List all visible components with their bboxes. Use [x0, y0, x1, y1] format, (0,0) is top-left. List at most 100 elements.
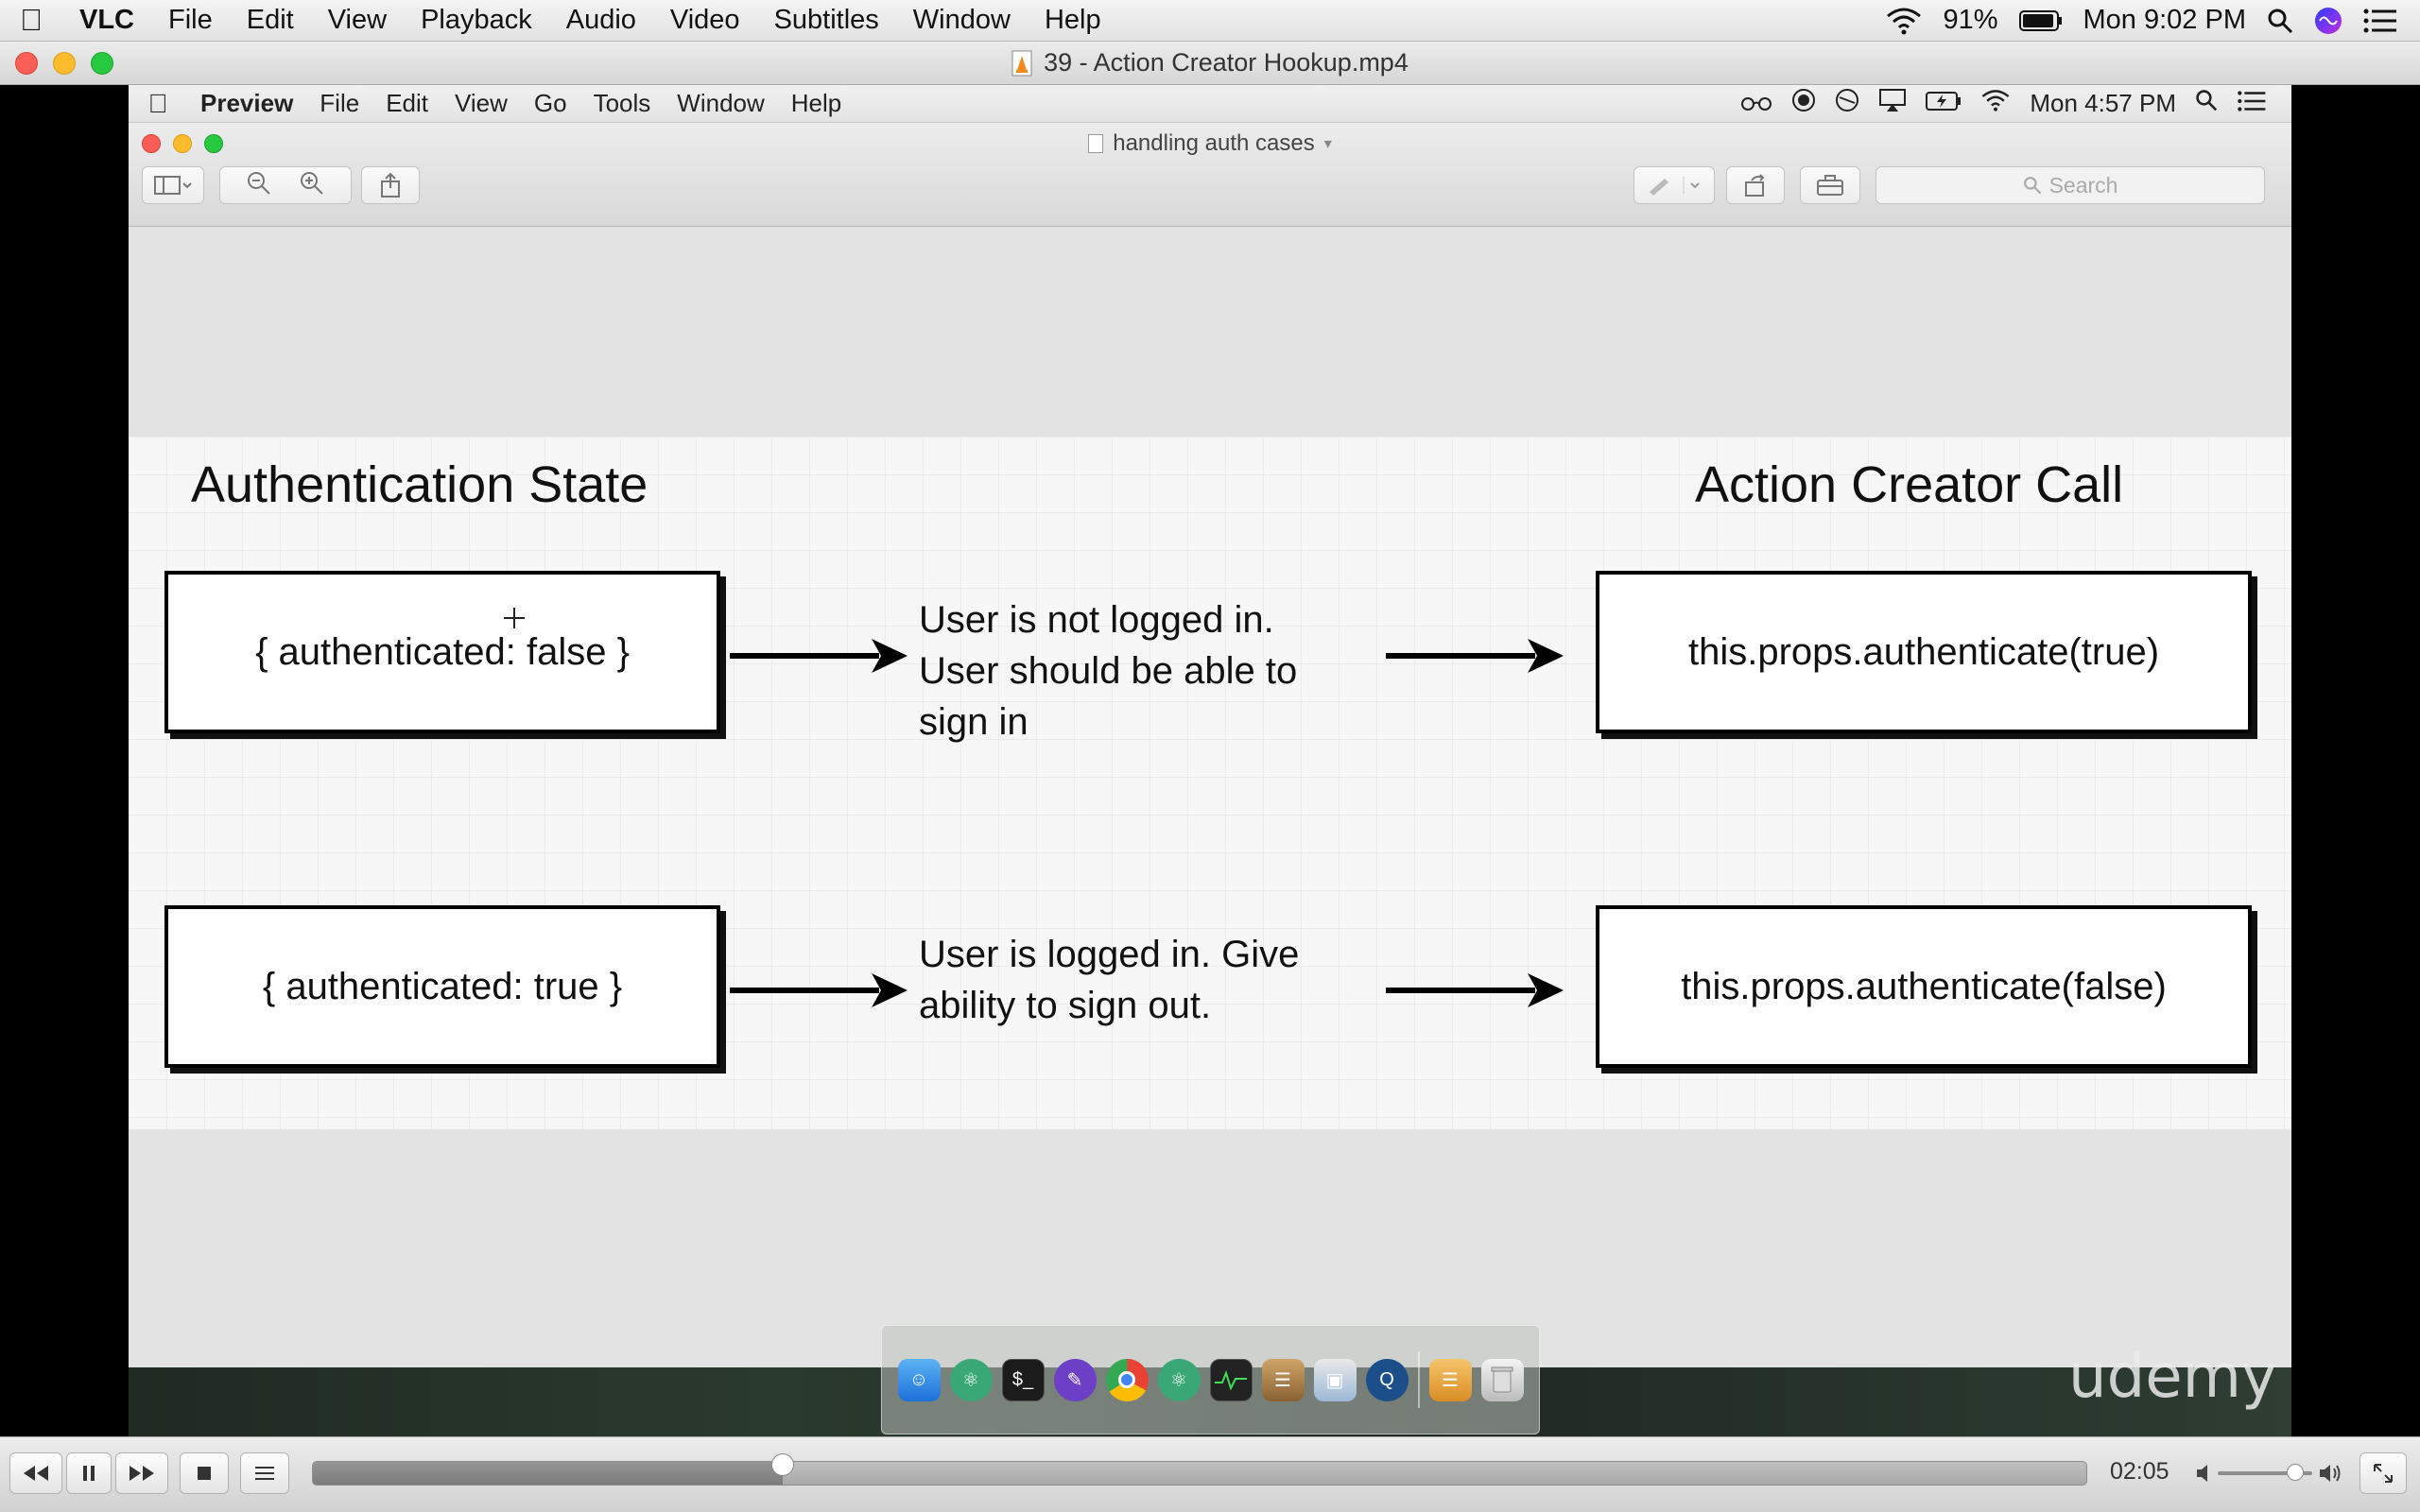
terminal-icon: $_: [1001, 1358, 1045, 1401]
udemy-watermark: udemy: [2068, 1342, 2277, 1412]
preview-title-bar: handling auth cases ▾: [129, 123, 2291, 227]
elapsed-time[interactable]: 02:05: [2110, 1458, 2169, 1485]
recorded-apple-icon: : [129, 89, 187, 119]
preview-zoom-button: [204, 134, 223, 153]
description-line: User is not logged in.: [919, 599, 1274, 641]
battery-percent: 91%: [1943, 5, 1998, 35]
seek-bar[interactable]: [312, 1461, 2087, 1486]
menu-audio[interactable]: Audio: [565, 5, 636, 35]
state-box-true: { authenticated: true }: [164, 905, 720, 1068]
recorded-clock: Mon 4:57 PM: [2030, 89, 2176, 117]
row-2-description: User is logged in. Give ability to sign …: [919, 929, 1299, 1031]
pen-app-icon: ✎: [1053, 1358, 1097, 1401]
wifi-icon[interactable]: [1886, 7, 1922, 35]
search-icon: [2023, 177, 2041, 195]
apple-menu-icon[interactable]: : [0, 3, 62, 38]
volume-low-icon[interactable]: [2195, 1462, 2212, 1489]
seek-knob[interactable]: [770, 1453, 794, 1476]
preview-search-field: Search: [1876, 166, 2265, 204]
volume-high-icon[interactable]: [2318, 1462, 2342, 1489]
menu-file[interactable]: File: [168, 5, 213, 35]
menu-window[interactable]: Window: [912, 5, 1011, 35]
markup-pen-icon: [1634, 166, 1715, 204]
vlc-control-bar: 02:05: [0, 1436, 2420, 1512]
recorded-menu-bar:  Preview File Edit View Go Tools Window…: [129, 85, 2291, 123]
heading-authentication-state: Authentication State: [191, 456, 648, 513]
toolbox-icon: [1800, 166, 1860, 204]
stop-icon: [198, 1467, 211, 1480]
recorded-menu-view: View: [455, 89, 508, 117]
rewind-icon: [24, 1466, 48, 1481]
host-menu-bar:  VLC File Edit View Playback Audio Vide…: [0, 0, 2420, 42]
menu-help[interactable]: Help: [1044, 5, 1101, 35]
zoom-in-icon: [300, 171, 324, 200]
recorded-list-icon: [2237, 89, 2267, 118]
heading-action-creator-call: Action Creator Call: [1695, 456, 2124, 513]
recorded-menu-window: Window: [677, 89, 765, 117]
description-line: ability to sign out.: [919, 985, 1212, 1026]
zoom-button[interactable]: [91, 52, 113, 75]
call-box-authenticate-true: this.props.authenticate(true): [1596, 571, 2252, 733]
window-controls: [15, 52, 113, 75]
video-area[interactable]:  Preview File Edit View Go Tools Window…: [0, 85, 2420, 1436]
chevron-down-icon: ▾: [1323, 136, 1332, 152]
arrow-right-icon: [1386, 639, 1564, 673]
menu-playback[interactable]: Playback: [421, 5, 532, 35]
notification-center-icon[interactable]: [2363, 9, 2397, 33]
call-label: this.props.authenticate(false): [1681, 965, 2167, 1007]
siri-icon[interactable]: [2314, 7, 2342, 35]
recorded-search-icon: [2195, 89, 2218, 118]
preview-minimize-button: [173, 134, 192, 153]
glasses-icon: [1740, 89, 1772, 118]
playlist-button[interactable]: [240, 1452, 289, 1494]
seek-progress-fill: [313, 1462, 784, 1485]
preview-app-icon: ▣: [1313, 1358, 1357, 1401]
arrow-right-icon: [730, 973, 908, 1007]
volume-knob[interactable]: [2287, 1464, 2304, 1481]
sidebar-toggle-icon: [142, 166, 204, 204]
preview-window-title: handling auth cases: [1113, 130, 1315, 156]
window-title: 39 - Action Creator Hookup.mp4: [1044, 48, 1409, 77]
zoom-controls: [219, 166, 352, 204]
host-clock[interactable]: Mon 9:02 PM: [2083, 5, 2246, 35]
row-1-description: User is not logged in. User should be ab…: [919, 594, 1297, 747]
menu-app-vlc[interactable]: VLC: [79, 5, 134, 35]
fullscreen-button[interactable]: [2360, 1452, 2407, 1494]
state-box-false: { authenticated: false }: [164, 571, 720, 733]
pause-icon: [83, 1466, 95, 1481]
video-file-icon: [1011, 50, 1032, 77]
fast-forward-icon: [130, 1466, 154, 1481]
menu-subtitles[interactable]: Subtitles: [773, 5, 879, 35]
recorded-menu-preview: Preview: [200, 89, 294, 117]
fullscreen-icon: [2374, 1464, 2393, 1483]
battery-icon[interactable]: [2018, 9, 2063, 32]
recorded-menu-go: Go: [533, 89, 567, 117]
stop-button[interactable]: [180, 1452, 229, 1494]
do-not-disturb-icon: [1835, 88, 1859, 119]
menu-edit[interactable]: Edit: [246, 5, 294, 35]
document-icon: [1088, 134, 1104, 153]
atom-icon: ⚛: [949, 1358, 993, 1401]
menu-view[interactable]: View: [327, 5, 388, 35]
description-line: sign in: [919, 701, 1028, 743]
crosshair-cursor-icon: [504, 608, 525, 628]
chrome-icon: [1105, 1358, 1149, 1401]
rewind-button[interactable]: [9, 1452, 62, 1494]
zoom-out-icon: [247, 171, 271, 200]
finder-icon: ☺: [897, 1358, 941, 1401]
volume-slider[interactable]: [2218, 1471, 2312, 1475]
recorded-dock: ☺ ⚛ $_ ✎ ⚛ ☰ ▣ Q ☰: [881, 1325, 1540, 1435]
recorded-wifi-icon: [1980, 89, 2011, 118]
playlist-icon: [255, 1467, 274, 1480]
rotate-icon: [1726, 166, 1785, 204]
menu-video[interactable]: Video: [669, 5, 740, 35]
spotlight-search-icon[interactable]: [2267, 8, 2293, 34]
trash-icon: [1480, 1358, 1524, 1401]
vlc-title-bar[interactable]: 39 - Action Creator Hookup.mp4: [0, 42, 2420, 85]
fast-forward-button[interactable]: [115, 1452, 168, 1494]
recorded-menu-edit: Edit: [386, 89, 429, 117]
close-button[interactable]: [15, 52, 38, 75]
pause-button[interactable]: [66, 1452, 112, 1494]
minimize-button[interactable]: [53, 52, 76, 75]
share-icon: [361, 166, 420, 204]
